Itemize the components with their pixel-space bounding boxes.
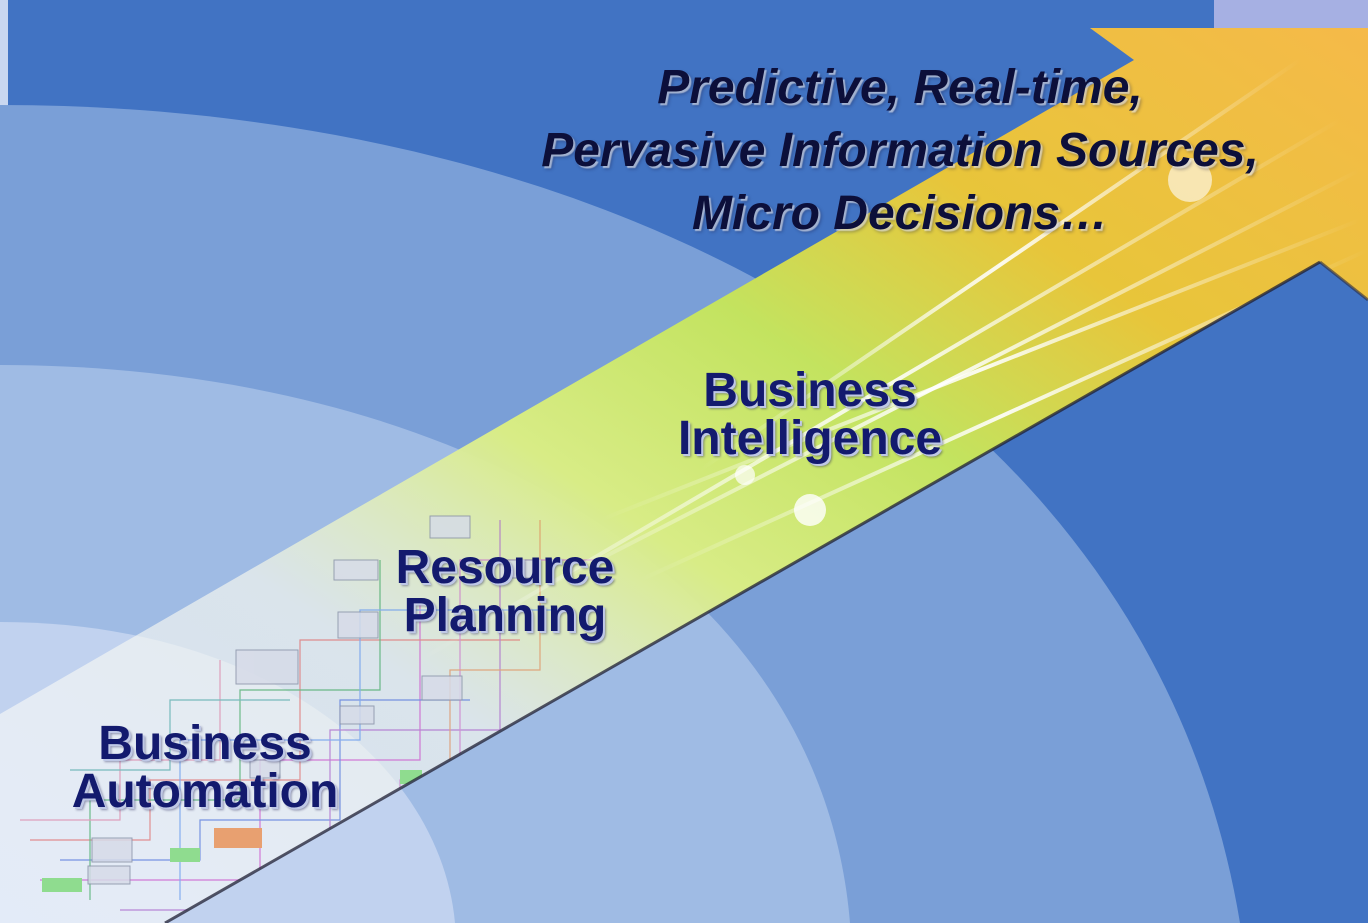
stage-intelligence-line-2: Intelligence [677,412,943,465]
stage-intelligence-line-1: Business [703,364,917,417]
stage-business-automation: Business Automation [40,720,370,816]
headline-line-3: Micro Decisions… [691,187,1109,240]
stage-automation-line-2: Automation [71,765,339,818]
circuit-blocks [87,515,537,885]
headline: Predictive, Real-time, Pervasive Informa… [480,56,1320,245]
stage-business-intelligence: Business Intelligence [640,367,980,463]
stage-planning-line-1: Resource [395,541,615,594]
headline-line-2: Pervasive Information Sources, [541,124,1259,177]
circuit-accent-blocks [42,770,422,892]
headline-line-1: Predictive, Real-time, [657,61,1143,114]
stage-automation-line-1: Business [98,717,312,770]
stage-resource-planning: Resource Planning [360,544,650,640]
corner-tab [1214,0,1368,30]
stage-planning-line-2: Planning [403,589,607,642]
